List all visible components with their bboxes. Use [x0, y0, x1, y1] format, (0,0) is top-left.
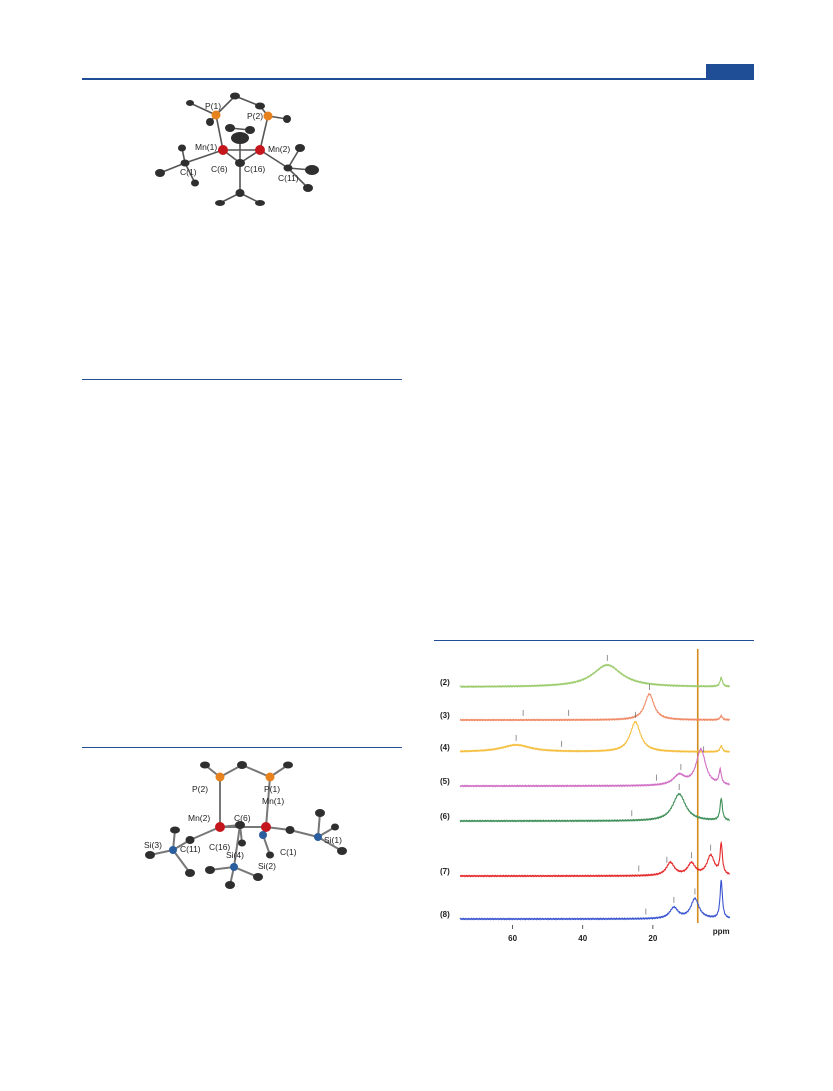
atom-label: C(16) — [209, 842, 230, 852]
nmr-series: (8) — [440, 879, 731, 921]
figure1-bottom-rule — [82, 379, 402, 380]
atom-label: Mn(2) — [188, 813, 210, 823]
atom-label: P(2) — [192, 784, 208, 794]
atom-label: P(1) — [205, 101, 221, 111]
atom-label: C(11) — [180, 844, 201, 854]
spectrum-trace — [459, 747, 731, 788]
nmr-series: (2) — [440, 654, 731, 689]
molecular-structure-2: P(2) P(1) Mn(1) Mn(2) C(6) Si(3) C(11) C… — [144, 761, 347, 889]
spectrum-trace — [459, 840, 730, 878]
atom-label: Si(1) — [324, 835, 342, 845]
series-label: (7) — [440, 867, 450, 876]
x-tick-label: 60 — [508, 934, 517, 943]
manganese-atom — [261, 822, 271, 832]
atom-label: Si(2) — [258, 861, 276, 871]
phosphorus-atom — [265, 772, 275, 782]
nmr-spectra-chart: (2) (3) (4) (5) (6) (7) (8) 60 40 20 ppm — [440, 649, 731, 943]
x-axis-label: ppm — [713, 927, 730, 936]
atom-label: C(1) — [280, 847, 297, 857]
series-label: (8) — [440, 910, 450, 919]
series-label: (3) — [440, 711, 450, 720]
atom-label: C(1) — [180, 167, 197, 177]
phosphorus-atom — [215, 772, 225, 782]
series-label: (4) — [440, 743, 450, 752]
silicon-atom — [230, 863, 238, 871]
atom-label: Mn(2) — [268, 144, 290, 154]
phosphorus-atom — [263, 111, 273, 121]
nmr-series: (4) — [440, 711, 730, 754]
atom-label: Si(4) — [226, 850, 244, 860]
molecular-structure-1: P(1) P(2) Mn(1) Mn(2) C(6) C(16) C(1) C(… — [155, 92, 319, 206]
manganese-atom — [218, 145, 228, 155]
header-rule — [82, 78, 754, 80]
phosphorus-atom — [211, 110, 221, 120]
series-label: (5) — [440, 777, 450, 786]
silicon-atom — [169, 846, 177, 854]
atom-label: Mn(1) — [195, 142, 217, 152]
silicon-atom — [259, 831, 267, 839]
atom-label: C(11) — [278, 173, 299, 183]
atom-label: C(6) — [234, 813, 251, 823]
spectrum-trace — [459, 663, 731, 689]
atom-label: C(6) — [211, 164, 228, 174]
nmr-series: (7) — [440, 840, 730, 878]
spectrum-trace — [459, 792, 731, 823]
manganese-atom — [255, 145, 265, 155]
atom-label: P(2) — [247, 111, 263, 121]
figure2-top-rule — [82, 747, 402, 748]
series-label: (2) — [440, 678, 450, 687]
spectrum-trace — [459, 692, 731, 722]
series-label: (6) — [440, 812, 450, 821]
nmr-series: (3) — [440, 683, 731, 722]
silicon-atom — [314, 833, 322, 841]
spectrum-trace — [459, 720, 730, 754]
atom-label: C(16) — [244, 164, 265, 174]
atom-label: Si(3) — [144, 840, 162, 850]
figure3-top-rule — [434, 640, 754, 641]
atom-label: P(1) — [264, 784, 280, 794]
manganese-atom — [215, 822, 225, 832]
nmr-series: (6) — [440, 783, 731, 823]
atom-label: Mn(1) — [262, 796, 284, 806]
x-tick-label: 20 — [648, 934, 657, 943]
nmr-series: (5) — [440, 746, 731, 788]
x-tick-label: 40 — [578, 934, 587, 943]
spectrum-trace — [459, 879, 731, 921]
page-tab — [706, 64, 754, 78]
